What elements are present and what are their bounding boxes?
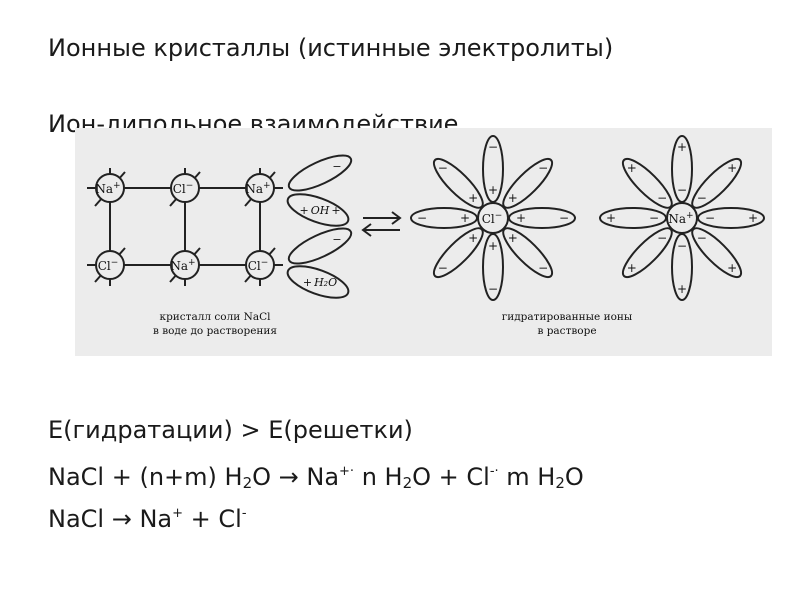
flower-na-outer-sign-4: + bbox=[606, 211, 616, 225]
flower-cl-dipole-1 bbox=[502, 227, 554, 279]
hydrated-na-group: − + − + − + − + − + − + − + − + Na+ bbox=[599, 135, 765, 301]
flower-na-outer-sign-0: + bbox=[748, 211, 758, 225]
caption-left-line1: кристалл соли NaCl bbox=[160, 311, 272, 323]
flower-na-inner-sign-6: − bbox=[677, 183, 687, 197]
flower-cl-inner-sign-5: + bbox=[468, 191, 478, 205]
flower-cl-outer-sign-3: − bbox=[438, 261, 448, 275]
flower-cl-outer-sign-5: − bbox=[438, 161, 448, 175]
flower-na-inner-sign-1: − bbox=[697, 231, 707, 245]
flower-na-inner-sign-4: − bbox=[649, 211, 659, 225]
hydrated-cl-group: + − + − + − + − + − + − + − + − Cl− bbox=[410, 135, 576, 301]
flower-na-dipole-7 bbox=[691, 157, 743, 209]
dipole-minus-1: − bbox=[332, 160, 341, 173]
lattice-cl-3: Cl− bbox=[248, 258, 269, 273]
flower-cl-outer-sign-1: − bbox=[538, 261, 548, 275]
slide-title: Ионные кристаллы (истинные электролиты) bbox=[48, 34, 614, 62]
flower-cl-outer-sign-6: − bbox=[488, 140, 498, 154]
flower-cl-inner-sign-0: + bbox=[516, 211, 526, 225]
lattice-na-1: Na+ bbox=[95, 181, 120, 196]
flower-na-dipole-1 bbox=[691, 227, 743, 279]
lattice-na-3: Na+ bbox=[170, 258, 195, 273]
flower-na-outer-sign-2: + bbox=[677, 282, 687, 296]
flower-na-ion bbox=[666, 202, 698, 234]
flower-cl-inner-sign-2: + bbox=[488, 239, 498, 253]
flower-na-inner-sign-7: − bbox=[697, 191, 707, 205]
flower-cl-dipole-7 bbox=[502, 157, 554, 209]
flower-na-dipole-5 bbox=[621, 157, 673, 209]
lattice-na-2: Na+ bbox=[245, 181, 270, 196]
flower-cl-ion bbox=[477, 202, 509, 234]
flower-cl-outer-sign-2: − bbox=[488, 282, 498, 296]
flower-na-inner-sign-3: − bbox=[657, 231, 667, 245]
flower-cl-inner-sign-3: + bbox=[468, 231, 478, 245]
flower-na-inner-sign-0: − bbox=[705, 211, 715, 225]
equation-hydration: NaCl + (n+m) H2O → Na+· n H2O + Cl-· m H… bbox=[48, 463, 584, 492]
flower-na-outer-sign-3: + bbox=[627, 261, 637, 275]
lattice-cl-2: Cl− bbox=[98, 258, 119, 273]
flower-na-outer-sign-6: + bbox=[677, 140, 687, 154]
hydration-figure: +−+−+−+−+−+−+−+−Cl− −+−+−+−+−+−+−+−+Na+ … bbox=[75, 128, 772, 356]
dipole-minus-2: − bbox=[332, 233, 341, 246]
caption-left-line2: в воде до растворения bbox=[153, 325, 277, 337]
lattice-cl-1: Cl− bbox=[173, 181, 194, 196]
flower-na-dipole-3 bbox=[621, 227, 673, 279]
flower-cl-outer-sign-0: − bbox=[559, 211, 569, 225]
flower-na-outer-sign-7: + bbox=[727, 161, 737, 175]
equation-dissociation: NaCl → Na+ + Cl- bbox=[48, 505, 247, 533]
flower-cl-outer-sign-7: − bbox=[538, 161, 548, 175]
caption-right-line2: в растворе bbox=[537, 325, 596, 337]
oh-label: +OH+ bbox=[299, 204, 340, 217]
flower-cl-inner-sign-4: + bbox=[460, 211, 470, 225]
flower-cl-inner-sign-6: + bbox=[488, 183, 498, 197]
flower-na-inner-sign-5: − bbox=[657, 191, 667, 205]
flower-cl-outer-sign-4: − bbox=[417, 211, 427, 225]
flower-na-ion-label: Na+ bbox=[668, 211, 693, 226]
flower-cl-inner-sign-7: + bbox=[508, 191, 518, 205]
equation-energy: Е(гидратации) > Е(решетки) bbox=[48, 416, 413, 444]
flower-na-inner-sign-2: − bbox=[677, 239, 687, 253]
flower-cl-ion-label: Cl− bbox=[482, 211, 503, 226]
caption-right-line1: гидратированные ионы bbox=[502, 311, 633, 323]
flower-cl-inner-sign-1: + bbox=[508, 231, 518, 245]
flower-na-outer-sign-1: + bbox=[727, 261, 737, 275]
flower-na-outer-sign-5: + bbox=[627, 161, 637, 175]
hydration-diagram: +−+−+−+−+−+−+−+−Cl− −+−+−+−+−+−+−+−+Na+ … bbox=[87, 135, 765, 337]
h2o-label: +H₂O bbox=[303, 276, 337, 289]
